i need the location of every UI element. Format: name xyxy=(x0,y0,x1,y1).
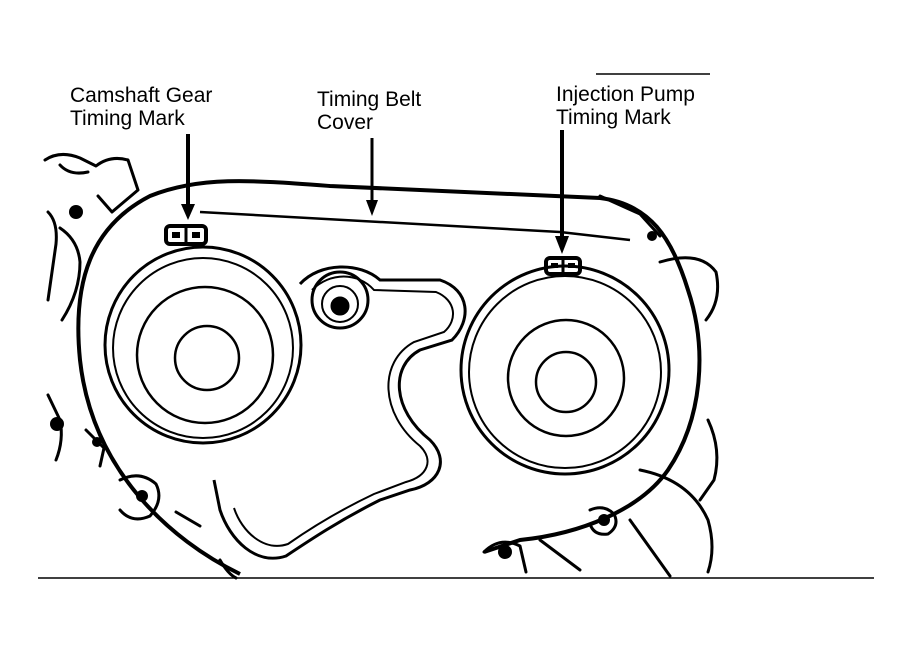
cover-center-rib-inner xyxy=(233,275,454,547)
label-timing-belt-cover: Timing Belt Cover xyxy=(317,88,421,134)
label-pump-line-2: Timing Mark xyxy=(556,106,671,129)
label-pump-line-1: Injection Pump xyxy=(556,83,695,106)
label-cover-line-2: Cover xyxy=(317,111,374,134)
cover-center-rib xyxy=(212,265,467,560)
engine-bolts-right xyxy=(498,231,657,559)
label-injection-pump-timing-mark: Injection Pump Timing Mark xyxy=(556,83,695,129)
cover-top-inner-edge xyxy=(199,210,631,242)
injection-pump-gear xyxy=(459,264,671,476)
injection-pump-leader-arrow xyxy=(555,130,569,254)
label-cover-line-1: Timing Belt xyxy=(317,88,422,111)
timing-belt-cover-outline xyxy=(76,179,702,576)
camshaft-timing-mark-window xyxy=(164,224,208,246)
cover-center-bolt xyxy=(310,270,370,330)
injection-pump-timing-mark-window xyxy=(544,256,582,276)
camshaft-leader-arrow xyxy=(181,134,195,220)
label-camshaft-gear-timing-mark: Camshaft Gear Timing Mark xyxy=(70,84,212,130)
label-camshaft-line-2: Timing Mark xyxy=(70,107,185,130)
camshaft-gear xyxy=(103,245,303,445)
engine-bolts-left xyxy=(50,205,148,502)
cover-leader-arrow xyxy=(366,138,378,216)
label-camshaft-line-1: Camshaft Gear xyxy=(70,84,213,107)
